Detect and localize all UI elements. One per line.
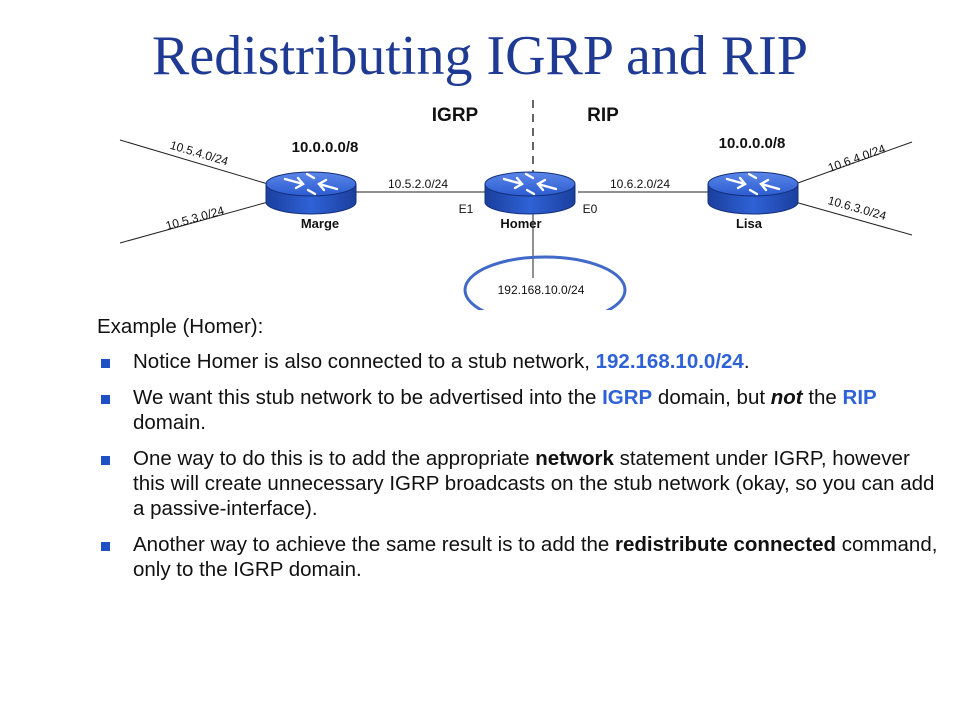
link-label-marge-homer: 10.5.2.0/24 <box>388 177 448 191</box>
bullet-2-igrp: IGRP <box>602 386 653 409</box>
bullet-4: Another way to achieve the same result i… <box>97 532 947 582</box>
domain-label-rip: RIP <box>587 105 619 126</box>
router-marge-icon <box>264 170 358 216</box>
interface-label-e0: E0 <box>583 202 598 216</box>
major-net-right: 10.0.0.0/8 <box>719 135 786 152</box>
link-marge-net-upper <box>119 139 269 185</box>
bullet-2: We want this stub network to be advertis… <box>97 385 947 435</box>
bullet-4-keyword: redistribute connected <box>615 533 837 556</box>
link-label-homer-lisa: 10.6.2.0/24 <box>610 177 670 191</box>
bullet-2-rip: RIP <box>842 386 877 409</box>
major-net-left: 10.0.0.0/8 <box>292 139 359 156</box>
bullet-1-text-b: . <box>743 350 750 373</box>
bullet-4-text-a: Another way to achieve the same result i… <box>133 533 616 556</box>
interface-label-e1: E1 <box>459 202 474 216</box>
bullet-2-text-a: We want this stub network to be advertis… <box>133 386 603 409</box>
stub-net-label: 192.168.10.0/24 <box>498 283 585 297</box>
link-lisa-net-lower <box>794 201 913 236</box>
page-title: Redistributing IGRP and RIP <box>152 25 808 87</box>
domain-label-igrp: IGRP <box>432 105 479 126</box>
router-lisa-icon <box>706 170 800 216</box>
network-diagram: IGRP RIP 10.0.0.0/8 10.0.0.0/8 Marge Hom… <box>119 100 913 310</box>
link-marge-net-lower <box>119 201 269 244</box>
bullet-square-icon <box>101 542 110 551</box>
bullet-square-icon <box>101 359 110 368</box>
bullet-3-keyword: network <box>535 447 614 470</box>
net-label-lisa-upper: 10.6.4.0/24 <box>826 141 888 175</box>
router-label-lisa: Lisa <box>736 216 763 231</box>
link-lisa-net-upper <box>794 141 913 185</box>
slide-body: Example (Homer): Notice Homer is also co… <box>97 314 947 593</box>
bullet-square-icon <box>101 456 110 465</box>
bullet-2-text-b: domain, but <box>652 386 771 409</box>
bullet-3-text-a: One way to do this is to add the appropr… <box>133 447 536 470</box>
net-label-marge-lower: 10.5.3.0/24 <box>164 203 226 233</box>
bullet-3-text-b: statement under IGRP, however this will … <box>133 447 935 520</box>
bullet-2-text-c: the <box>802 386 843 409</box>
intro-text: Example (Homer): <box>97 315 264 338</box>
bullet-1-ip: 192.168.10.0/24 <box>595 350 744 373</box>
bullet-square-icon <box>101 395 110 404</box>
net-label-lisa-lower: 10.6.3.0/24 <box>826 193 888 223</box>
router-homer-icon <box>483 170 577 216</box>
bullet-3: One way to do this is to add the appropr… <box>97 446 947 521</box>
router-label-marge: Marge <box>301 216 339 231</box>
bullet-1-text-a: Notice Homer is also connected to a stub… <box>133 350 596 373</box>
bullet-2-not: not <box>770 386 803 409</box>
bullet-4-text-b: command, only to the IGRP domain. <box>133 533 938 581</box>
bullet-1: Notice Homer is also connected to a stub… <box>97 349 947 374</box>
bullet-2-text-d: domain. <box>133 411 206 434</box>
router-label-homer: Homer <box>500 216 541 231</box>
stub-network-circle <box>463 255 627 310</box>
